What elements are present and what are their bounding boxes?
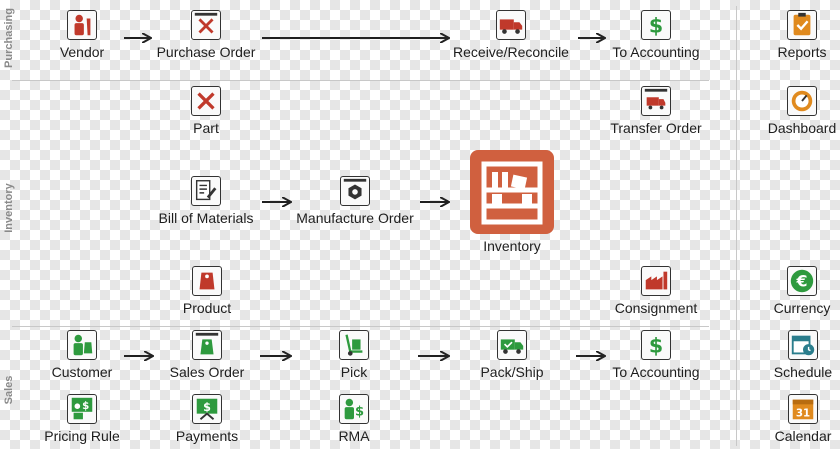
node-to-accounting-sales[interactable]: $ To Accounting <box>604 330 708 380</box>
node-calendar[interactable]: 31 Calendar <box>766 394 840 444</box>
part-label: Part <box>193 120 219 136</box>
purchase-order-label: Purchase Order <box>156 44 256 60</box>
node-pick[interactable]: Pick <box>326 330 382 380</box>
node-part[interactable]: Part <box>178 86 234 136</box>
truck-notepad-icon <box>641 86 671 116</box>
node-pricing-rule[interactable]: $ Pricing Rule <box>36 394 128 444</box>
to-accounting-purchasing-label: To Accounting <box>612 44 700 60</box>
svg-text:$: $ <box>355 405 364 420</box>
pick-label: Pick <box>340 364 368 380</box>
section-label-purchasing: Purchasing <box>3 8 15 68</box>
divider-purchasing-inventory <box>12 80 709 81</box>
customer-label: Customer <box>51 364 113 380</box>
person-tools-icon <box>67 10 97 40</box>
dollar-icon: $ <box>641 330 671 360</box>
sales-order-label: Sales Order <box>169 364 245 380</box>
pricing-rule-label: Pricing Rule <box>44 428 120 444</box>
node-transfer-order[interactable]: Transfer Order <box>602 86 710 136</box>
manufacture-order-label: Manufacture Order <box>296 210 414 226</box>
node-product[interactable]: Product <box>172 266 242 316</box>
node-bill-of-materials[interactable]: Bill of Materials <box>148 176 264 226</box>
node-consignment[interactable]: Consignment <box>606 266 706 316</box>
dollar-icon: $ <box>641 10 671 40</box>
product-label: Product <box>182 300 232 316</box>
currency-label: Currency <box>773 300 831 316</box>
shelves-icon <box>470 150 554 234</box>
tag-icon <box>192 266 222 296</box>
delivery-truck-icon <box>497 330 527 360</box>
tag-notepad-icon <box>192 330 222 360</box>
euro-icon: € <box>787 266 817 296</box>
receive-reconcile-label: Receive/Reconcile <box>453 44 569 60</box>
node-rma[interactable]: $ RMA <box>326 394 382 444</box>
inventory-label: Inventory <box>483 238 541 254</box>
node-vendor[interactable]: Vendor <box>40 10 124 60</box>
to-accounting-sales-label: To Accounting <box>612 364 700 380</box>
node-reports[interactable]: Reports <box>762 10 840 60</box>
wrench-screwdriver-icon <box>191 86 221 116</box>
node-payments[interactable]: $ Payments <box>168 394 246 444</box>
hex-nut-notepad-icon <box>340 176 370 206</box>
bill-of-materials-label: Bill of Materials <box>158 210 254 226</box>
person-tag-icon <box>67 330 97 360</box>
section-label-inventory: Inventory <box>3 183 15 233</box>
node-schedule[interactable]: Schedule <box>766 330 840 380</box>
calendar-31-icon: 31 <box>788 394 818 424</box>
pack-ship-label: Pack/Ship <box>480 364 544 380</box>
clipboard-check-icon <box>787 10 817 40</box>
node-currency[interactable]: € Currency <box>766 266 838 316</box>
node-inventory[interactable]: Inventory <box>462 150 562 254</box>
node-to-accounting-purchasing[interactable]: $ To Accounting <box>604 10 708 60</box>
payments-label: Payments <box>175 428 239 444</box>
rma-label: RMA <box>338 428 370 444</box>
svg-text:$: $ <box>649 333 663 357</box>
vendor-label: Vendor <box>59 44 105 60</box>
node-pack-ship[interactable]: Pack/Ship <box>470 330 554 380</box>
tools-notepad-icon <box>191 10 221 40</box>
svg-text:$: $ <box>82 400 89 412</box>
truck-icon <box>496 10 526 40</box>
schedule-label: Schedule <box>773 364 833 380</box>
gauge-icon <box>787 86 817 116</box>
factory-icon <box>641 266 671 296</box>
svg-text:€: € <box>795 272 807 291</box>
dashboard-label: Dashboard <box>767 120 837 136</box>
section-label-sales: Sales <box>3 375 15 405</box>
svg-text:$: $ <box>649 13 663 37</box>
hand-truck-icon <box>339 330 369 360</box>
reports-label: Reports <box>777 44 827 60</box>
chart-dollar-icon: $ <box>192 394 222 424</box>
person-dollar-return-icon: $ <box>339 394 369 424</box>
node-manufacture-order[interactable]: Manufacture Order <box>288 176 422 226</box>
node-purchase-order[interactable]: Purchase Order <box>150 10 262 60</box>
node-sales-order[interactable]: Sales Order <box>160 330 254 380</box>
document-pencil-icon <box>191 176 221 206</box>
person-dollar-icon: $ <box>67 394 97 424</box>
node-dashboard[interactable]: Dashboard <box>760 86 840 136</box>
node-customer[interactable]: Customer <box>42 330 122 380</box>
consignment-label: Consignment <box>614 300 698 316</box>
divider-right-column <box>736 6 737 446</box>
calendar-icon-day: 31 <box>796 407 810 419</box>
node-receive-reconcile[interactable]: Receive/Reconcile <box>448 10 574 60</box>
transfer-order-label: Transfer Order <box>610 120 702 136</box>
calendar-clock-icon <box>788 330 818 360</box>
calendar-label: Calendar <box>774 428 832 444</box>
divider-inventory-sales <box>12 326 709 327</box>
svg-text:$: $ <box>203 401 211 414</box>
